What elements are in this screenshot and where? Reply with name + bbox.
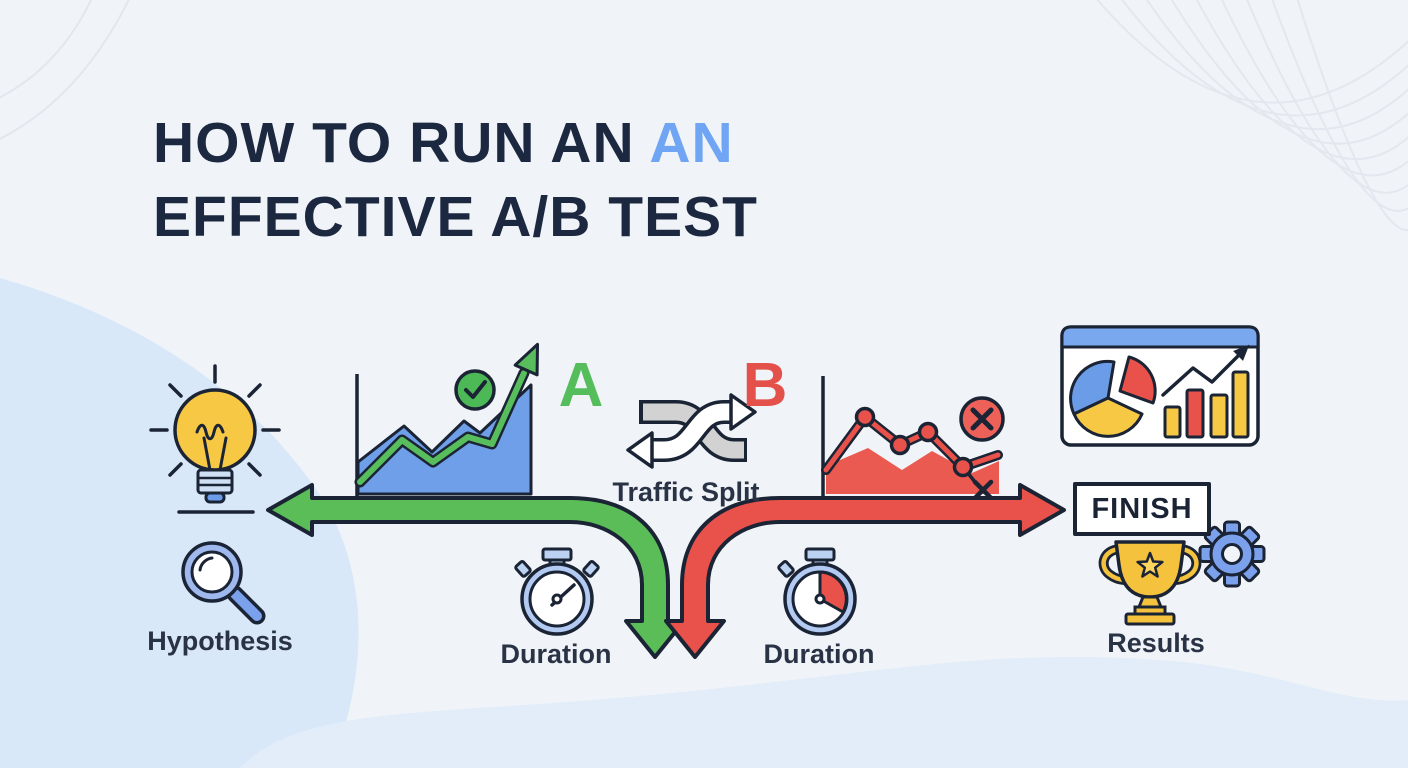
duration-b-label: Duration — [763, 639, 875, 669]
variant-a-chart-icon — [354, 342, 540, 497]
traffic-split-label: Traffic Split — [612, 477, 760, 507]
stopwatch-b-icon — [777, 547, 857, 636]
lightbulb-rays — [149, 364, 281, 477]
title-line1-text: HOW TO RUN AN — [153, 111, 650, 175]
lightbulb-icon — [149, 364, 281, 504]
finish-badge: FINISH — [1073, 482, 1211, 536]
dashboard-header-bar — [1060, 325, 1260, 349]
title-line1: HOW TO RUN AN AN — [153, 106, 758, 180]
title-line2: EFFECTIVE A/B TEST — [153, 185, 758, 249]
dashboard-icon — [1060, 325, 1260, 447]
background-wave-bottom — [240, 656, 1408, 768]
hypothesis-label: Hypothesis — [147, 626, 293, 656]
green-flow-arrow — [266, 483, 686, 659]
small-x-mark-icon — [972, 479, 994, 501]
background-arcs-topleft — [0, 0, 130, 140]
title-line1-accent: AN — [649, 111, 734, 175]
variant-a-letter: A — [558, 351, 604, 420]
check-circle-icon — [454, 369, 496, 411]
page-title: HOW TO RUN AN AN EFFECTIVE A/B TEST — [153, 106, 758, 254]
shuffle-arrows-icon — [626, 393, 757, 469]
bar-chart-icon — [1163, 370, 1250, 439]
pie-chart-icon — [1069, 355, 1157, 438]
red-flow-arrow — [664, 483, 1066, 659]
variant-b-letter: B — [742, 351, 788, 420]
background-blob-left — [0, 278, 359, 768]
trend-arrow-icon — [1161, 344, 1250, 397]
results-label: Results — [1107, 628, 1205, 658]
variant-b-chart-icon — [821, 376, 1005, 501]
magnifier-icon — [181, 541, 266, 625]
background-arcs-topright — [1096, 0, 1408, 232]
finish-label: FINISH — [1091, 492, 1193, 525]
duration-a-label: Duration — [500, 639, 612, 669]
stopwatch-a-icon — [514, 547, 600, 636]
data-point-icon — [854, 406, 974, 478]
trophy-icon — [1098, 540, 1202, 626]
star-icon — [1136, 551, 1164, 578]
up-arrow-icon — [513, 342, 540, 377]
x-circle-icon — [959, 396, 1005, 442]
